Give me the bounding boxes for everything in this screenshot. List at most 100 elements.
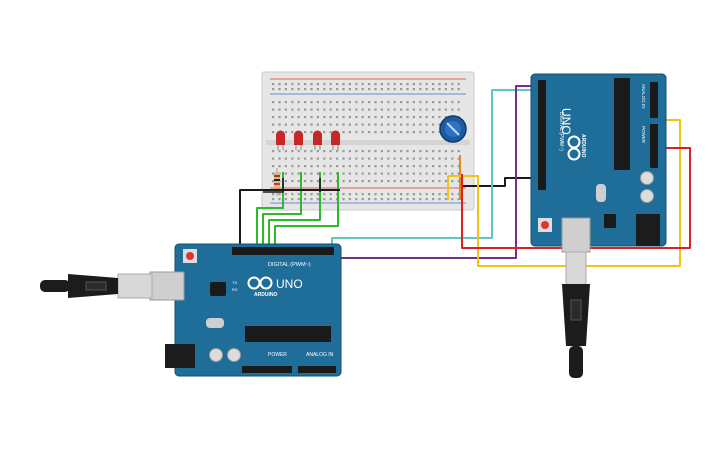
usb-cable-right[interactable] <box>562 251 590 378</box>
led-1[interactable] <box>276 130 285 151</box>
breadboard-hole <box>374 150 377 153</box>
breadboard-hole <box>419 83 422 86</box>
breadboard-hole <box>425 131 428 134</box>
breadboard-hole <box>348 83 351 86</box>
breadboard-hole <box>412 193 415 196</box>
right-analog-header: ANALOG IN <box>641 84 646 109</box>
breadboard-hole <box>336 83 339 86</box>
breadboard-hole <box>272 172 275 175</box>
breadboard-hole <box>438 83 441 86</box>
wire-black-right[interactable] <box>462 177 540 187</box>
breadboard-hole <box>368 131 371 134</box>
breadboard-hole <box>272 193 275 196</box>
breadboard-hole <box>323 165 326 168</box>
breadboard-hole <box>432 165 435 168</box>
wire-cyan[interactable] <box>331 89 545 248</box>
wire-black-pins[interactable] <box>263 178 284 193</box>
breadboard-hole <box>432 198 435 201</box>
breadboard-hole <box>374 88 377 91</box>
breadboard-hole <box>451 108 454 111</box>
breadboard-hole <box>284 88 287 91</box>
breadboard-hole <box>374 165 377 168</box>
breadboard-hole <box>284 193 287 196</box>
wire-red[interactable] <box>461 147 691 249</box>
breadboard-hole <box>342 88 345 91</box>
breadboard-hole <box>457 193 460 196</box>
breadboard-hole <box>406 150 409 153</box>
breadboard-hole <box>412 180 415 183</box>
breadboard-hole <box>278 157 281 160</box>
breadboard-hole <box>348 193 351 196</box>
breadboard-hole <box>361 131 364 134</box>
breadboard-hole <box>278 83 281 86</box>
breadboard-hole <box>425 193 428 196</box>
breadboard-hole <box>355 131 358 134</box>
breadboard-hole <box>425 123 428 126</box>
breadboard-hole <box>380 165 383 168</box>
arduino-uno-right[interactable]: DIGITAL (PWM~) UNO ARDUINO ANALOG IN POW… <box>530 73 667 253</box>
breadboard-hole <box>457 83 460 86</box>
led-2[interactable] <box>294 130 303 151</box>
wire-black-gnd[interactable] <box>239 189 340 248</box>
potentiometer[interactable] <box>439 115 467 143</box>
breadboard-hole <box>425 88 428 91</box>
breadboard-hole <box>432 150 435 153</box>
breadboard-hole <box>361 116 364 119</box>
wire-green-2[interactable] <box>262 172 302 248</box>
breadboard-hole <box>323 123 326 126</box>
breadboard-hole <box>291 198 294 201</box>
breadboard-hole <box>355 172 358 175</box>
led-4[interactable] <box>331 130 340 151</box>
breadboard-hole <box>304 198 307 201</box>
breadboard-hole <box>374 198 377 201</box>
breadboard-hole <box>380 172 383 175</box>
led-3[interactable] <box>313 130 322 151</box>
breadboard[interactable] <box>261 71 475 211</box>
breadboard-hole <box>419 88 422 91</box>
breadboard-hole <box>419 150 422 153</box>
breadboard-hole <box>400 131 403 134</box>
breadboard-hole <box>361 172 364 175</box>
breadboard-hole <box>310 157 313 160</box>
breadboard-hole <box>387 131 390 134</box>
breadboard-hole <box>316 150 319 153</box>
breadboard-hole <box>342 157 345 160</box>
breadboard-hole <box>444 83 447 86</box>
arduino-logo-left <box>247 276 273 290</box>
breadboard-hole <box>368 150 371 153</box>
breadboard-hole <box>329 157 332 160</box>
breadboard-hole <box>323 108 326 111</box>
breadboard-hole <box>310 165 313 168</box>
breadboard-hole <box>278 116 281 119</box>
breadboard-hole <box>374 172 377 175</box>
breadboard-hole <box>380 83 383 86</box>
breadboard-hole <box>284 180 287 183</box>
breadboard-hole <box>400 172 403 175</box>
breadboard-hole <box>291 108 294 111</box>
breadboard-hole <box>355 180 358 183</box>
breadboard-hole <box>291 131 294 134</box>
breadboard-hole <box>329 165 332 168</box>
breadboard-hole <box>297 157 300 160</box>
breadboard-hole <box>323 131 326 134</box>
breadboard-hole <box>444 108 447 111</box>
breadboard-hole <box>419 131 422 134</box>
breadboard-hole <box>457 180 460 183</box>
breadboard-hole <box>336 157 339 160</box>
breadboard-hole <box>387 198 390 201</box>
breadboard-hole <box>304 123 307 126</box>
breadboard-hole <box>380 88 383 91</box>
atmega-chip-left <box>245 326 331 342</box>
wire-green-3[interactable] <box>268 172 321 248</box>
breadboard-hole <box>323 157 326 160</box>
breadboard-hole <box>361 88 364 91</box>
breadboard-hole <box>329 108 332 111</box>
breadboard-hole <box>304 83 307 86</box>
wire-green-4[interactable] <box>274 172 339 248</box>
breadboard-hole <box>355 157 358 160</box>
arduino-uno-left[interactable]: DIGITAL (PWM~) UNO ARDUINO TX RX POWER A… <box>149 243 342 377</box>
usb-cable-left[interactable] <box>40 273 153 299</box>
breadboard-hole <box>304 88 307 91</box>
breadboard-hole <box>284 131 287 134</box>
breadboard-hole <box>380 116 383 119</box>
